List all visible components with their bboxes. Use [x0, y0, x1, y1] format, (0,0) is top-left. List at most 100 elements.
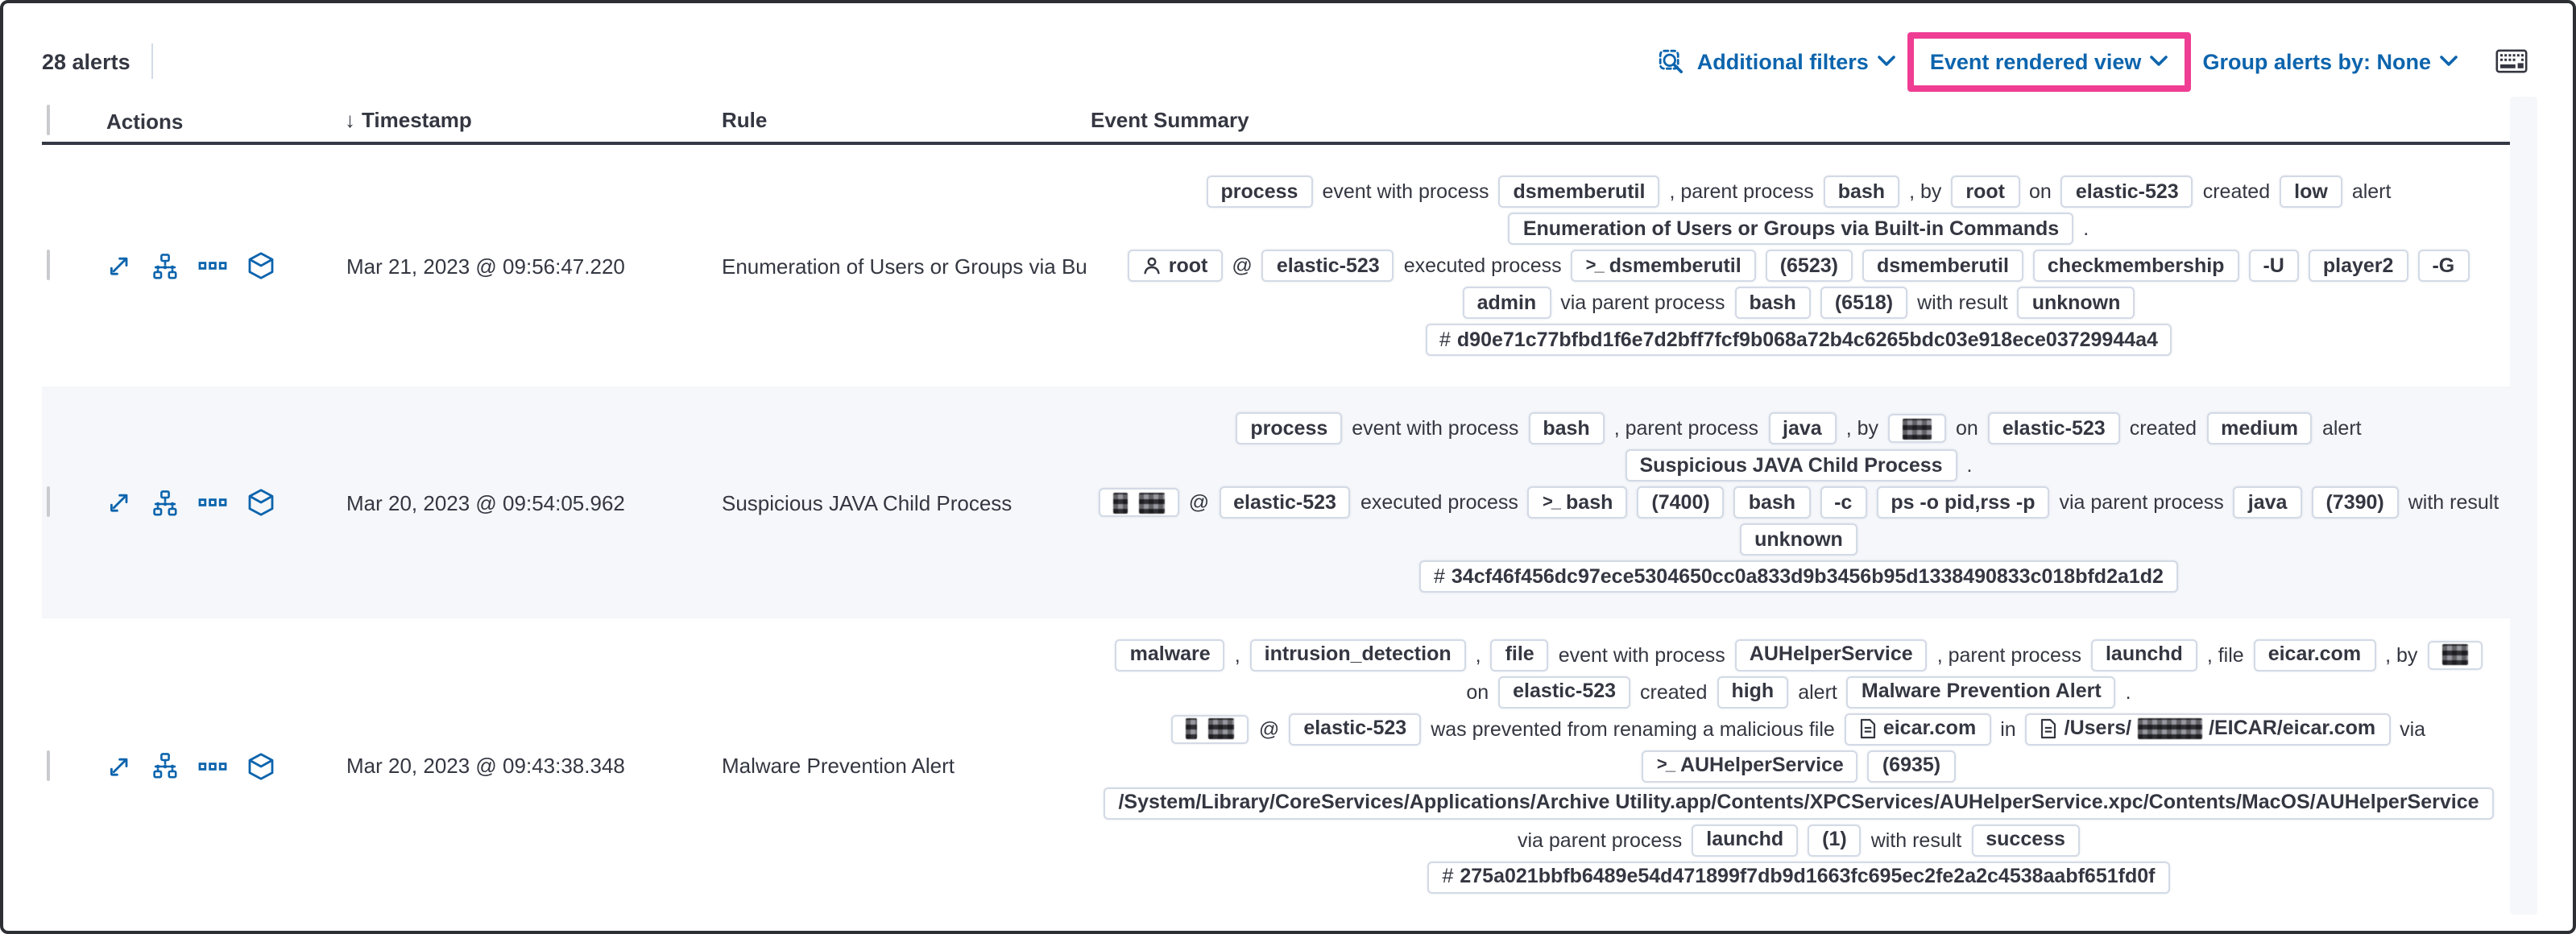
more-actions-button[interactable]	[198, 253, 227, 279]
field-badge[interactable]: launchd	[2090, 639, 2197, 671]
hash-badge[interactable]: #d90e71c77bfbd1f6e7d2bff7fcf9b068a72b4c6…	[1425, 324, 2172, 356]
additional-filters-button[interactable]: Additional filters	[1697, 49, 1896, 73]
vertical-scrollbar[interactable]	[2510, 97, 2537, 915]
toolbar-controls: Additional filters Event rendered view G…	[1659, 31, 2528, 91]
process-badge[interactable]: >_bash	[1527, 486, 1628, 519]
process-badge[interactable]: >_AUHelperService	[1642, 750, 1858, 782]
expand-icon	[106, 490, 132, 515]
hash-badge[interactable]: #34cf46f456dc97ece5304650cc0a833d9b3456b…	[1419, 560, 2178, 593]
view-selector-button[interactable]: Event rendered view	[1930, 49, 2169, 73]
field-badge[interactable]: -c	[1820, 486, 1867, 519]
inspect-icon[interactable]	[1659, 48, 1686, 75]
session-view-button[interactable]	[246, 251, 275, 280]
redacted-badge[interactable]	[2427, 640, 2483, 669]
analyze-event-button[interactable]	[151, 489, 179, 516]
field-badge[interactable]: elastic-523	[1261, 250, 1394, 282]
field-badge[interactable]: java	[2233, 486, 2302, 519]
expand-alert-button[interactable]	[106, 253, 132, 279]
field-badge[interactable]: dsmemberutil	[1862, 250, 2023, 282]
summary-text: on	[1956, 417, 1978, 440]
redacted-badge[interactable]	[1098, 488, 1179, 517]
field-badge[interactable]: intrusion_detection	[1249, 639, 1466, 671]
field-badge[interactable]: bash	[1733, 486, 1811, 519]
field-badge[interactable]: eicar.com	[2253, 639, 2376, 671]
summary-text: via parent process	[1518, 829, 1683, 851]
cube-icon	[246, 751, 275, 780]
hash-badge[interactable]: #275a021bbfb6489e54d471899f7db9d1663fc69…	[1427, 861, 2170, 893]
field-badge[interactable]: (6518)	[1820, 287, 1908, 319]
more-actions-button[interactable]	[198, 490, 227, 515]
row-checkbox[interactable]	[47, 250, 50, 280]
analyze-event-button[interactable]	[151, 252, 179, 279]
field-badge[interactable]: bash	[1528, 412, 1605, 444]
header-timestamp-sort[interactable]: ↓ Timestamp	[345, 108, 472, 132]
field-badge[interactable]: bash	[1823, 176, 1900, 208]
summary-line: Suspicious JAVA Child Process.	[1625, 449, 1973, 481]
field-badge[interactable]: Suspicious JAVA Child Process	[1625, 449, 1957, 481]
summary-text: , by	[1909, 180, 1942, 203]
redacted-badge[interactable]	[1888, 414, 1946, 443]
file-badge[interactable]: /Users//EICAR/eicar.com	[2025, 713, 2391, 745]
row-checkbox[interactable]	[47, 486, 50, 517]
field-badge[interactable]: elastic-523	[1498, 676, 1631, 708]
summary-text: , parent process	[1669, 180, 1814, 203]
summary-text: , file	[2206, 643, 2244, 666]
field-badge[interactable]: file	[1490, 639, 1549, 671]
field-badge[interactable]: ps -o pid,rss -p	[1876, 486, 2050, 519]
field-badge[interactable]: dsmemberutil	[1498, 176, 1660, 208]
field-badge[interactable]: -U	[2248, 250, 2299, 282]
field-badge[interactable]: elastic-523	[2060, 176, 2193, 208]
highlight-annotation: Event rendered view	[1907, 31, 2192, 91]
analyze-event-button[interactable]	[151, 752, 179, 779]
field-badge[interactable]: bash	[1734, 287, 1811, 319]
summary-text: created	[1640, 680, 1708, 703]
field-badge[interactable]: success	[1971, 824, 2080, 856]
field-badge[interactable]: AUHelperService	[1734, 639, 1928, 671]
field-badge[interactable]: (1)	[1808, 824, 1862, 856]
field-badge[interactable]: malware	[1115, 639, 1225, 671]
session-view-button[interactable]	[246, 488, 275, 517]
field-badge[interactable]: unknown	[2017, 287, 2135, 319]
expand-alert-button[interactable]	[106, 753, 132, 779]
row-checkbox[interactable]	[47, 750, 50, 780]
expand-alert-button[interactable]	[106, 490, 132, 515]
select-all-checkbox[interactable]	[47, 105, 50, 135]
redacted-badge[interactable]	[1171, 714, 1249, 743]
field-badge[interactable]: high	[1717, 676, 1789, 708]
field-badge[interactable]: (6523)	[1765, 250, 1853, 282]
field-badge[interactable]: checkmembership	[2032, 250, 2239, 282]
field-badge[interactable]: player2	[2308, 250, 2408, 282]
field-badge[interactable]: -G	[2417, 250, 2470, 282]
session-view-button[interactable]	[246, 751, 275, 780]
field-badge[interactable]: low	[2280, 176, 2342, 208]
keyboard-icon[interactable]	[2495, 48, 2528, 74]
field-badge[interactable]: elastic-523	[1219, 486, 1351, 519]
field-badge[interactable]: launchd	[1692, 824, 1799, 856]
field-badge[interactable]: root	[1951, 176, 2020, 208]
field-badge[interactable]: process	[1206, 176, 1313, 208]
badge-text: medium	[2221, 416, 2298, 439]
summary-text: in	[2000, 717, 2016, 740]
field-badge[interactable]: Enumeration of Users or Groups via Built…	[1508, 213, 2074, 245]
field-badge[interactable]: (7390)	[2311, 486, 2399, 519]
user-badge[interactable]: root	[1128, 250, 1223, 282]
field-badge[interactable]: Malware Prevention Alert	[1846, 676, 2116, 708]
header-event-summary: Event Summary	[1091, 108, 1249, 132]
field-badge[interactable]: elastic-523	[1289, 713, 1422, 745]
field-badge[interactable]: unknown	[1740, 523, 1857, 556]
more-actions-button[interactable]	[198, 753, 227, 779]
field-badge[interactable]: (6935)	[1867, 750, 1956, 782]
field-badge[interactable]: medium	[2206, 412, 2313, 444]
file-badge[interactable]: eicar.com	[1844, 713, 1991, 745]
field-badge[interactable]: /System/Library/CoreServices/Application…	[1104, 787, 2494, 819]
field-badge[interactable]: java	[1768, 412, 1837, 444]
field-badge[interactable]: process	[1236, 412, 1343, 444]
badge-text: elastic-523	[1303, 717, 1407, 739]
group-alerts-by-button[interactable]: Group alerts by: None	[2202, 49, 2458, 73]
process-badge[interactable]: >_dsmemberutil	[1571, 250, 1756, 282]
field-badge[interactable]: (7400)	[1637, 486, 1725, 519]
field-badge[interactable]: admin	[1462, 287, 1551, 319]
field-badge[interactable]: elastic-523	[1987, 412, 2120, 444]
